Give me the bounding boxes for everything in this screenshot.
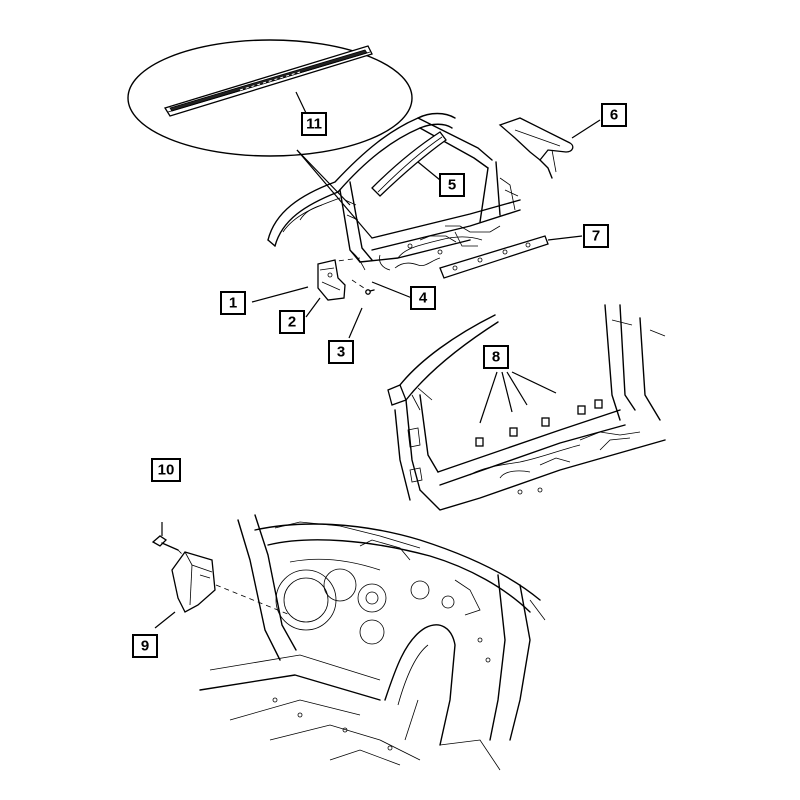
callout-3: 3 (328, 340, 354, 364)
cowl-vent-grille (163, 45, 373, 117)
svg-text:8: 8 (492, 349, 500, 366)
svg-text:11: 11 (306, 116, 322, 133)
callout-7: 7 (583, 224, 609, 248)
svg-text:7: 7 (592, 228, 600, 245)
callout-1: 1 (220, 291, 246, 315)
part-7-sill-plate (439, 235, 583, 279)
svg-text:10: 10 (158, 462, 175, 479)
part-9-bracket (154, 551, 291, 629)
middle-body-side-view (387, 304, 666, 511)
svg-text:3: 3 (337, 344, 345, 361)
lower-cowl-floor-view (199, 514, 546, 771)
upper-body-side-assembly (267, 112, 521, 293)
parts-1-4-lower-bracket (251, 259, 413, 339)
callout-4: 4 (410, 286, 436, 310)
detail-view-cowl-grille (127, 39, 413, 239)
part-10-bolt (151, 522, 185, 557)
svg-text:9: 9 (141, 638, 149, 655)
part-6-header-bracket (498, 117, 601, 179)
callout-5: 5 (439, 173, 465, 197)
part-8-sill-clips (475, 399, 603, 447)
callout-8: 8 (483, 345, 509, 369)
callout-6: 6 (601, 103, 627, 127)
svg-text:2: 2 (288, 314, 296, 331)
callout-11: 11 (301, 112, 327, 136)
callout-9: 9 (132, 634, 158, 658)
part-5-a-pillar-trim (371, 131, 447, 197)
callout-10: 10 (151, 458, 181, 482)
svg-text:5: 5 (448, 177, 456, 194)
svg-text:1: 1 (229, 295, 237, 312)
svg-text:4: 4 (419, 290, 428, 307)
svg-text:6: 6 (610, 107, 618, 124)
callout-2: 2 (279, 310, 305, 334)
